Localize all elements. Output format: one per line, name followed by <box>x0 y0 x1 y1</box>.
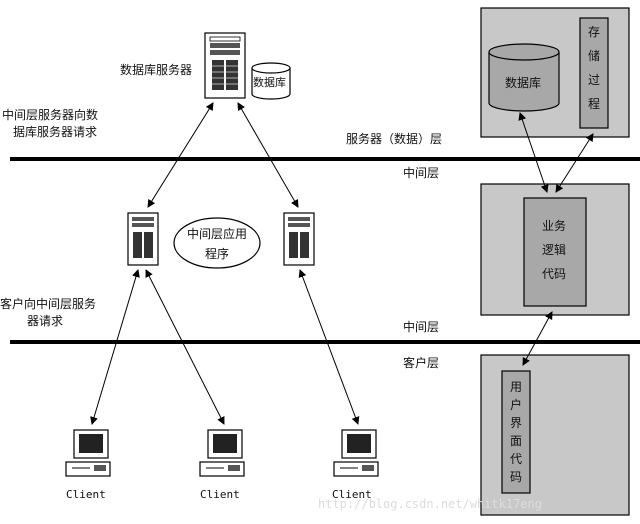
ui-code-char-5: 代 <box>510 452 523 466</box>
watermark: http://blog.csdn.net/whitk17eng <box>318 497 542 511</box>
middle-server-right-icon <box>283 212 315 266</box>
arrow-mid-left-to-client-2 <box>145 269 225 425</box>
database-server-icon <box>204 32 246 99</box>
stored-procedure-char-1: 存 <box>588 25 601 39</box>
client-label-2: Client <box>200 488 240 501</box>
client-to-mid-request-line1: 客户向中间层服务 <box>0 297 97 311</box>
client-to-mid-request-line2: 器请求 <box>27 314 64 328</box>
middle-app-ellipse <box>173 217 261 269</box>
arrow-logic-to-ui <box>522 311 553 366</box>
business-logic-line-3: 代码 <box>542 267 567 281</box>
middle-layer-label-bottom: 中间层 <box>403 320 440 334</box>
arrow-procedure-to-logic <box>555 133 594 193</box>
ui-code-box <box>501 370 531 494</box>
stored-procedure-char-2: 储 <box>588 49 601 63</box>
arrow-db-to-mid-left <box>147 102 214 208</box>
client-computer-2-icon <box>199 429 245 477</box>
panel-database-label: 数据库 <box>505 76 542 90</box>
arrow-db-to-mid-right <box>237 102 299 208</box>
ui-code-char-2: 户 <box>510 398 523 412</box>
ui-code-char-3: 界 <box>510 416 523 430</box>
mid-to-db-request-line2: 据库服务器请求 <box>13 125 98 139</box>
client-computer-3-icon <box>333 429 379 477</box>
db-tag-label: 数据库 <box>253 76 286 89</box>
ui-code-char-1: 用 <box>510 380 523 394</box>
middle-server-left-icon <box>127 212 159 266</box>
business-logic-line-2: 逻辑 <box>542 243 567 257</box>
middle-layer-label-top: 中间层 <box>403 166 440 180</box>
arrow-mid-left-to-client-1 <box>90 269 140 425</box>
ui-code-char-6: 码 <box>510 470 523 484</box>
stored-procedure-char-3: 过 <box>588 73 601 87</box>
business-logic-box <box>523 197 587 307</box>
panel-database-icon <box>488 43 560 112</box>
arrow-db-to-logic <box>518 112 549 193</box>
ui-code-char-4: 面 <box>510 434 523 448</box>
client-layer-label: 客户层 <box>403 356 440 370</box>
db-server-label: 数据库服务器 <box>120 63 193 77</box>
server-layer-label: 服务器（数据）层 <box>346 132 443 146</box>
middle-app-label-line1: 中间层应用 <box>187 227 248 241</box>
database-cylinder-icon <box>251 62 291 100</box>
middle-app-label-line2: 程序 <box>205 247 230 261</box>
mid-to-db-request-line1: 中间层服务器向数 <box>2 108 99 122</box>
stored-procedure-char-4: 程 <box>588 97 601 111</box>
business-logic-line-1: 业务 <box>542 219 567 233</box>
client-label-1: Client <box>66 488 106 501</box>
stored-procedure-box <box>579 17 609 129</box>
client-computer-1-icon <box>65 429 111 477</box>
arrow-mid-right-to-client-3 <box>298 269 360 425</box>
client-label-3: Client <box>332 488 372 501</box>
